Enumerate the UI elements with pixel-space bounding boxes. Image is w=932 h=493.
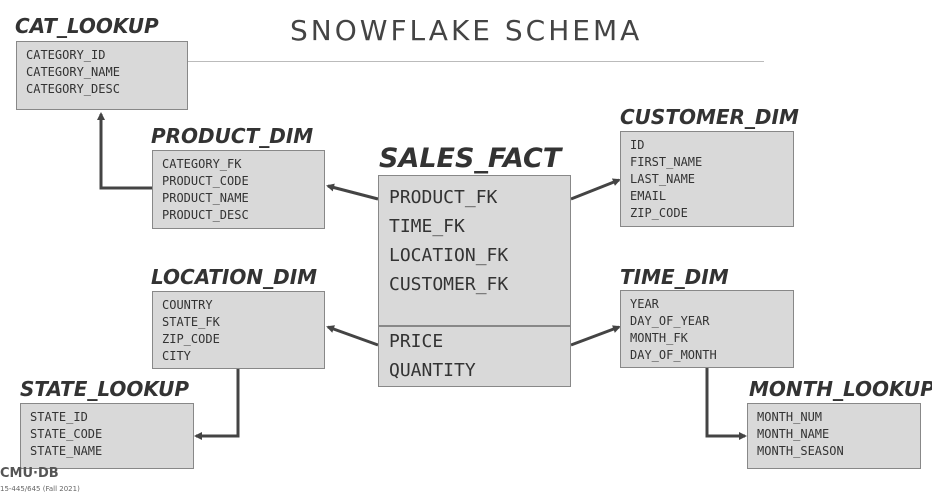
sales-fact-divider bbox=[379, 325, 570, 327]
month-lookup-field: MONTH_SEASON bbox=[757, 444, 844, 458]
arrow-product-to-category bbox=[97, 112, 152, 190]
customer-dim-title: CUSTOMER_DIM bbox=[620, 105, 799, 129]
sales-fact-keys: PRODUCT_FK TIME_FK LOCATION_FK CUSTOMER_… bbox=[389, 183, 508, 299]
sales-fact-title: SALES_FACT bbox=[379, 143, 562, 174]
state-lookup-field: STATE_CODE bbox=[30, 427, 103, 441]
customer-dim-field: FIRST_NAME bbox=[630, 155, 703, 169]
location-dim-field: COUNTRY bbox=[162, 298, 213, 312]
sales-fact-measure: QUANTITY bbox=[389, 360, 476, 381]
sales-fact-measure: PRICE bbox=[389, 331, 444, 352]
customer-dim-field: ZIP_CODE bbox=[630, 206, 688, 220]
product-dim-field: PRODUCT_DESC bbox=[162, 208, 249, 222]
sales-fact-measures: PRICE QUANTITY bbox=[389, 327, 476, 385]
month-lookup-field: MONTH_NUM bbox=[757, 410, 823, 424]
location-dim-field: STATE_FK bbox=[162, 315, 220, 329]
customer-dim-table: ID FIRST_NAME LAST_NAME EMAIL ZIP_CODE bbox=[620, 131, 794, 227]
time-dim-table: YEAR DAY_OF_YEAR MONTH_FK DAY_OF_MONTH bbox=[620, 290, 794, 368]
arrow-location-to-state bbox=[194, 369, 240, 440]
cat-lookup-table: CATEGORY_ID CATEGORY_NAME CATEGORY_DESC bbox=[16, 41, 188, 110]
arrow-fact-to-customer bbox=[570, 178, 621, 201]
arrow-fact-to-location bbox=[326, 325, 379, 347]
time-dim-field: DAY_OF_MONTH bbox=[630, 348, 717, 362]
arrow-fact-to-time bbox=[570, 325, 621, 347]
state-lookup-field: STATE_NAME bbox=[30, 444, 103, 458]
location-dim-table: COUNTRY STATE_FK ZIP_CODE CITY bbox=[152, 291, 325, 369]
month-lookup-title: MONTH_LOOKUP bbox=[749, 377, 932, 401]
arrow-time-to-month bbox=[705, 368, 747, 440]
location-dim-field: CITY bbox=[162, 349, 191, 363]
product-dim-field: PRODUCT_NAME bbox=[162, 191, 249, 205]
arrow-fact-to-product bbox=[326, 183, 379, 201]
sales-fact-key: PRODUCT_FK bbox=[389, 187, 498, 208]
customer-dim-field: ID bbox=[630, 138, 645, 152]
state-lookup-title: STATE_LOOKUP bbox=[20, 377, 190, 401]
sales-fact-key: TIME_FK bbox=[389, 216, 465, 237]
product-dim-table: CATEGORY_FK PRODUCT_CODE PRODUCT_NAME PR… bbox=[152, 150, 325, 229]
product-dim-field: CATEGORY_FK bbox=[162, 157, 242, 171]
time-dim-field: MONTH_FK bbox=[630, 331, 688, 345]
course-label: 15-445/645 (Fall 2021) bbox=[0, 485, 80, 493]
month-lookup-table: MONTH_NUM MONTH_NAME MONTH_SEASON bbox=[747, 403, 921, 469]
product-dim-field: PRODUCT_CODE bbox=[162, 174, 249, 188]
location-dim-title: LOCATION_DIM bbox=[151, 265, 318, 289]
cmu-db-logo: CMU·DB bbox=[0, 466, 59, 481]
sales-fact-key: LOCATION_FK bbox=[389, 245, 509, 266]
customer-dim-field: LAST_NAME bbox=[630, 172, 696, 186]
sales-fact-table: PRODUCT_FK TIME_FK LOCATION_FK CUSTOMER_… bbox=[378, 175, 571, 387]
cat-lookup-field: CATEGORY_ID bbox=[26, 48, 106, 62]
state-lookup-table: STATE_ID STATE_CODE STATE_NAME bbox=[20, 403, 194, 469]
time-dim-field: DAY_OF_YEAR bbox=[630, 314, 710, 328]
month-lookup-field: MONTH_NAME bbox=[757, 427, 830, 441]
location-dim-field: ZIP_CODE bbox=[162, 332, 220, 346]
time-dim-field: YEAR bbox=[630, 297, 659, 311]
title-rule bbox=[188, 61, 764, 62]
customer-dim-field: EMAIL bbox=[630, 189, 667, 203]
time-dim-title: TIME_DIM bbox=[620, 265, 729, 289]
cat-lookup-title: CAT_LOOKUP bbox=[15, 14, 159, 38]
cat-lookup-field: CATEGORY_DESC bbox=[26, 82, 120, 96]
cat-lookup-field: CATEGORY_NAME bbox=[26, 65, 120, 79]
sales-fact-key: CUSTOMER_FK bbox=[389, 274, 509, 295]
state-lookup-field: STATE_ID bbox=[30, 410, 88, 424]
product-dim-title: PRODUCT_DIM bbox=[151, 124, 314, 148]
slide-title: SNOWFLAKE SCHEMA bbox=[290, 14, 643, 47]
